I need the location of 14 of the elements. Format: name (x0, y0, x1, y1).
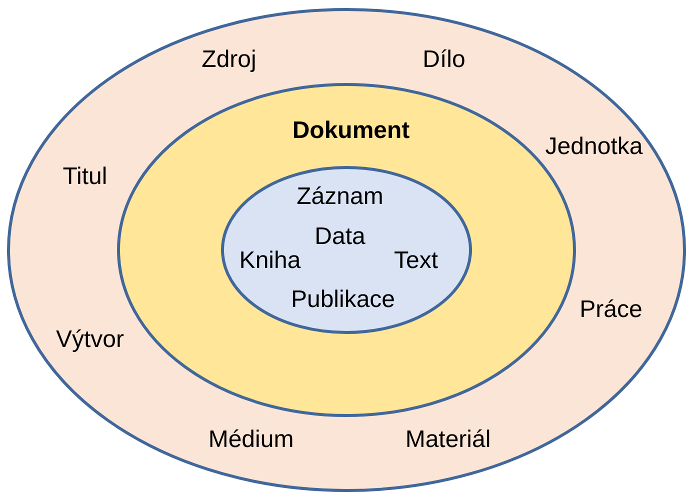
term-label: Zdroj (202, 46, 256, 74)
term-label: Titul (62, 163, 108, 191)
term-label: Práce (580, 296, 642, 324)
term-label: Médium (208, 426, 294, 454)
term-label: Dílo (422, 46, 466, 74)
term-label: Materiál (405, 426, 491, 454)
term-label: Kniha (239, 247, 301, 275)
term-label: Text (394, 247, 438, 275)
ellipse-title: Dokument (292, 117, 410, 145)
term-label: Publikace (290, 286, 396, 314)
term-label: Záznam (296, 183, 384, 211)
term-label: Výtvor (56, 326, 124, 354)
term-label: Data (314, 223, 366, 251)
term-label: Jednotka (545, 133, 643, 161)
